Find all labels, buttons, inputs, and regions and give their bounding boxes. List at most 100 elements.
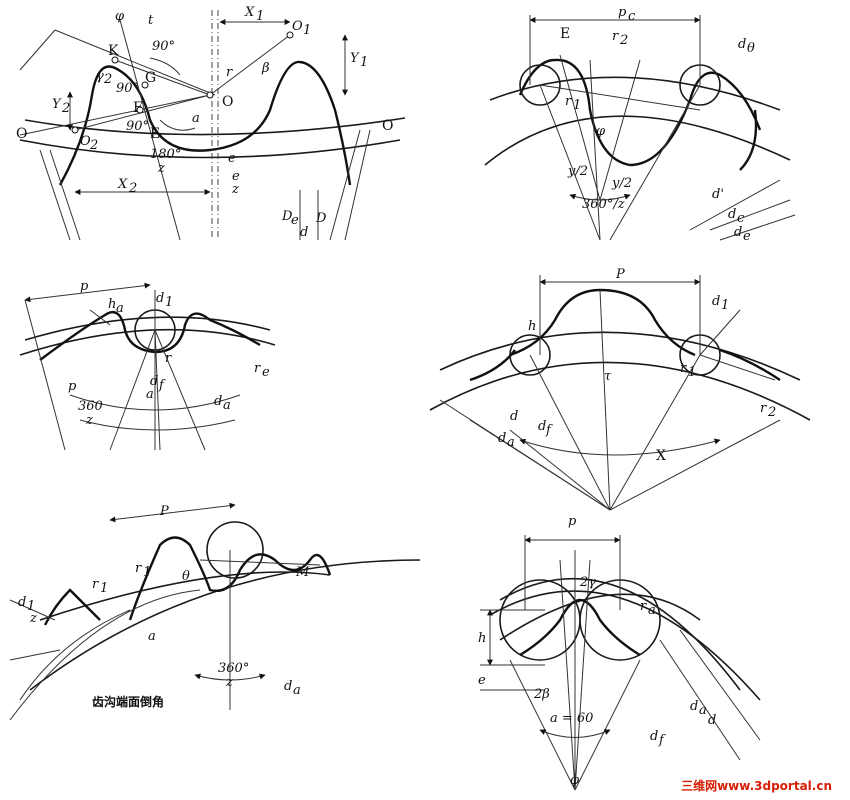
p5-label-d1-sub: 1 <box>27 599 35 614</box>
panel-5-groove-chamfer: P r 1 r 1 θ M d 1 z a 360° z d a 齿沟端面倒角 <box>9 502 421 721</box>
p1-label-a: a <box>192 111 200 126</box>
p1-label-de-sub: e <box>291 213 299 228</box>
p6-label-df: d <box>650 729 658 744</box>
p1-label-y2-sub: 2 <box>61 101 70 116</box>
p5-label-360-z: z <box>225 675 233 690</box>
p4-label-da: d <box>498 431 506 446</box>
p1-label-e-b: e <box>232 169 240 184</box>
p6-label-2gamma: 2γ <box>579 575 596 590</box>
p6-label-da-sub: a <box>699 703 707 718</box>
p2-label-theta-sub: θ <box>747 41 755 56</box>
p2-label-pc: p <box>618 5 627 20</box>
p3-label-re-sub: e <box>262 365 270 380</box>
p4-label-x: X <box>656 448 666 464</box>
p6-label-ra-sub: a <box>648 603 656 618</box>
p2-label-y2-right: y/2 <box>611 176 632 191</box>
p4-label-p: P <box>615 267 625 282</box>
p3-label-da-sub: a <box>223 398 231 413</box>
p1-label-o-left: O <box>16 126 27 142</box>
p1-label-x1-sub: 1 <box>256 9 264 24</box>
p3-label-360: 360 <box>78 399 103 414</box>
p3-label-df: d <box>150 374 158 389</box>
p1-label-o: O <box>222 94 233 110</box>
p3-label-ha: h <box>108 297 116 312</box>
p6-label-phi: φ <box>570 773 580 788</box>
p5-label-r1-b-sub: 1 <box>100 581 108 596</box>
p1-label-de-d: D <box>281 209 293 224</box>
p2-label-y2-left: y/2 <box>567 164 588 179</box>
p3-label-ha-sub: a <box>116 301 124 316</box>
p2-label-r1: r <box>565 94 572 109</box>
p1-label-d-small: d <box>300 225 308 240</box>
p1-label-y2: Y <box>52 97 62 112</box>
p1-label-90-c: 90° <box>126 119 149 134</box>
p2-label-e: E <box>560 26 570 42</box>
p1-label-o1: O <box>292 19 303 34</box>
p2-label-d-theta: d <box>738 37 746 52</box>
p2-label-de: d <box>734 225 742 240</box>
p3-label-re: r <box>254 361 261 376</box>
p1-label-o1-sub: 1 <box>303 23 311 38</box>
p1-label-90-b: 90° <box>116 81 139 96</box>
p1-label-180: 180° <box>150 147 181 162</box>
p1-label-r: r <box>226 65 233 80</box>
p2-label-phi: φ <box>596 124 606 139</box>
p2-label-r2-sub: 2 <box>619 33 628 48</box>
p3-label-360-z: z <box>85 413 93 428</box>
p2-label-dc: d <box>728 207 736 222</box>
p3-label-p-left: p <box>68 379 77 394</box>
p6-label-h: h <box>478 631 486 646</box>
p1-label-y1: Y <box>350 51 360 66</box>
p2-label-r2: r <box>612 29 619 44</box>
p6-label-ra: r <box>640 599 647 614</box>
p5-label-r1-b: r <box>92 577 99 592</box>
p3-label-d1: d <box>156 291 164 306</box>
p4-label-h: h <box>528 319 536 334</box>
p6-label-a60: a = 60 <box>550 711 593 726</box>
p5-label-da: d <box>284 679 292 694</box>
p5-label-r1-a-sub: 1 <box>143 565 151 580</box>
p1-label-x1: X <box>244 5 255 20</box>
p5-label-da-sub: a <box>293 683 301 698</box>
p6-label-2beta: 2β <box>533 687 550 702</box>
p3-label-p: p <box>80 279 89 294</box>
panel-2-chain-sprocket: p c E r 2 d θ r 1 φ y/2 y/2 360°/z d' d … <box>484 5 796 244</box>
p4-label-r2: r <box>760 401 767 416</box>
p6-label-p: p <box>568 514 577 529</box>
p4-label-r1-sub: 1 <box>688 365 696 380</box>
p1-label-e-z: z <box>231 182 239 197</box>
p5-label-m: M <box>295 565 310 580</box>
p6-label-da: d <box>690 699 698 714</box>
p1-label-f: F <box>133 100 143 116</box>
p1-label-y1-sub: 1 <box>360 55 368 70</box>
p1-label-phi: φ <box>115 9 125 24</box>
p1-label-o-right: O <box>382 118 393 134</box>
p1-label-x2-sub: 2 <box>128 181 137 196</box>
p4-label-da-sub: a <box>507 435 515 450</box>
p2-label-angle: 360°/z <box>582 197 625 212</box>
p2-label-r1-sub: 1 <box>573 98 581 113</box>
p1-label-t: t <box>148 13 154 28</box>
p4-label-r2-sub: 2 <box>767 405 776 420</box>
p1-label-g: G <box>145 70 156 86</box>
p3-label-d1-sub: 1 <box>165 295 173 310</box>
p1-label-beta: β <box>261 61 270 76</box>
p5-label-theta: θ <box>182 569 190 584</box>
p1-label-k: K <box>108 43 119 59</box>
p1-label-e-a: e <box>228 151 236 166</box>
p1-label-gamma-sub: 2 <box>103 72 112 87</box>
p3-label-df-sub: f <box>158 378 166 393</box>
p4-label-df: d <box>538 419 546 434</box>
p6-label-e: e <box>478 673 486 688</box>
p5-label-p: P <box>159 504 169 519</box>
p1-label-o2: O <box>80 134 91 149</box>
p4-label-d1: d <box>712 294 720 309</box>
p4-label-d: d <box>510 409 518 424</box>
p5-label-d1: d <box>18 595 26 610</box>
p1-label-90-a: 90° <box>152 39 175 54</box>
p1-label-e: E <box>150 126 160 142</box>
p1-label-180-z: z <box>157 161 165 176</box>
panel-6-tooth-section: p 2γ r a h e 2β a = 60 d a d d f φ <box>478 514 761 791</box>
